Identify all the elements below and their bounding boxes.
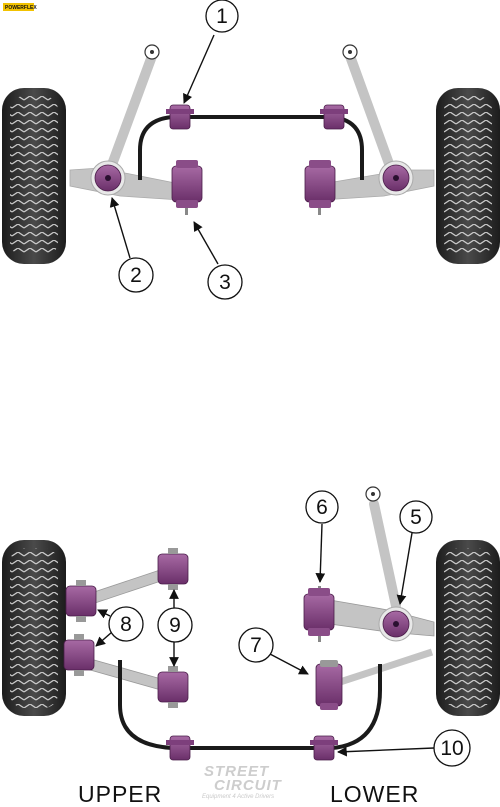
anti-roll-bar-bottom [118,660,382,750]
tyre-right-top [436,88,500,264]
bush-10-arb-mount-right [310,735,338,761]
label-lower: LOWER [330,781,419,807]
bush-front-arm-right [378,160,414,196]
lower-arm-right [321,169,435,201]
svg-text:6: 6 [316,496,328,519]
callout-1: 1 [183,0,239,104]
lower-arm-left [69,167,181,201]
svg-text:1: 1 [216,5,228,28]
bush-6-lower-arm-rear [303,586,335,642]
bush-2-front-arm-left [90,160,126,196]
bush-rear-arm-right [304,160,336,215]
tie-bar [338,648,434,686]
front-suspension-assembly [2,44,500,264]
bush-9-upper-link-inner-bottom [157,666,189,708]
svg-text:POWERFLEX: POWERFLEX [5,5,37,11]
strut-mount-left [144,44,160,60]
bush-3-rear-arm-left [171,160,203,215]
bush-8-upper-link-outer-bottom [63,634,95,676]
callout-5: 5 [396,500,433,605]
callout-10: 10 [337,729,471,767]
strut-mount-right [342,44,358,60]
svg-text:Equipment 4 Active Drivers: Equipment 4 Active Drivers [202,794,274,800]
anti-roll-bar-top [138,115,364,180]
strut-left [105,51,157,175]
brand-tag: POWERFLEX [3,3,37,11]
bush-arb-mount-right [320,104,348,130]
bush-5-lower-arm-front [378,606,414,642]
svg-text:2: 2 [130,264,142,287]
bush-10-arb-mount-left [166,735,194,761]
callout-2: 2 [109,197,154,293]
svg-text:8: 8 [120,613,132,636]
svg-text:3: 3 [219,271,231,294]
tyre-left-bottom [2,540,66,716]
svg-text:9: 9 [169,614,181,637]
strut-right [345,51,397,177]
bush-1-arb-mount-left [166,104,194,130]
svg-text:5: 5 [410,506,422,529]
callout-8: 8 [95,606,144,647]
svg-text:STREET: STREET [204,763,270,780]
label-upper: UPPER [78,781,162,807]
bush-7-tie-bar [315,660,343,710]
callout-9: 9 [157,589,193,667]
strut-lower-right [369,499,401,611]
rear-suspension-assembly [2,486,500,761]
bush-9-upper-link-inner-top [157,548,189,590]
callout-6: 6 [305,490,339,583]
callout-7: 7 [238,627,309,675]
street-circuit-logo: STREET CIRCUIT Equipment 4 Active Driver… [202,763,283,800]
tyre-left-top [2,88,66,264]
svg-text:CIRCUIT: CIRCUIT [214,777,283,794]
tyre-right-bottom [436,540,500,716]
bush-8-upper-link-outer-top [65,580,97,622]
callout-3: 3 [193,221,243,300]
svg-text:7: 7 [250,634,262,657]
svg-text:10: 10 [440,737,463,760]
strut-mount-lower [365,486,381,502]
